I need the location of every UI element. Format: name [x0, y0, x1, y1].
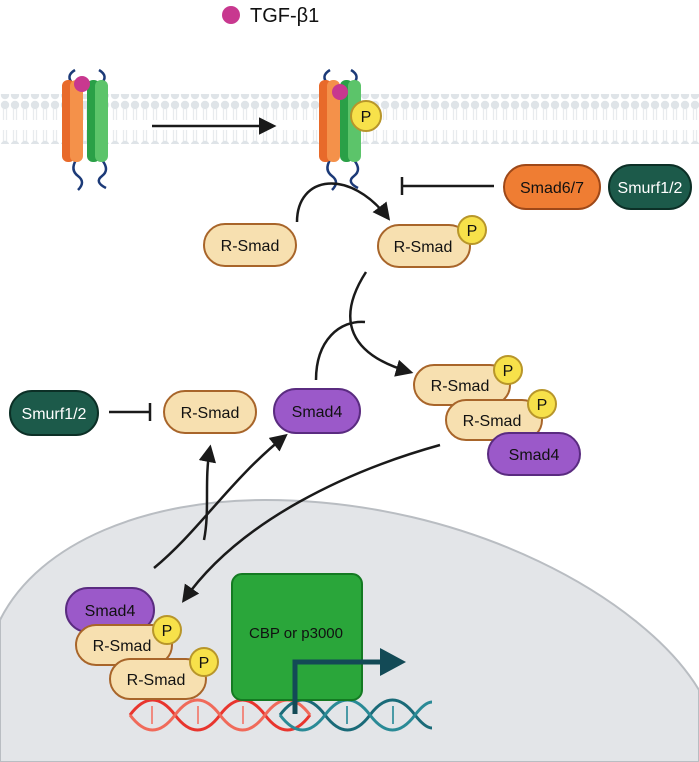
legend: TGF-β1 — [222, 5, 319, 27]
ligand-legend-icon — [222, 6, 240, 24]
svg-text:R-Smad: R-Smad — [93, 638, 152, 655]
svg-text:Smurf1/2: Smurf1/2 — [22, 406, 87, 423]
phosphorylation-arrow — [295, 182, 391, 223]
r-smad-pill-middle: R-Smad — [163, 390, 257, 434]
svg-text:R-Smad: R-Smad — [431, 378, 490, 395]
svg-text:R-Smad: R-Smad — [221, 238, 280, 255]
svg-text:P: P — [537, 397, 548, 414]
nuclear-export-arrow-smad4 — [153, 433, 288, 569]
dna-helix — [128, 698, 433, 732]
svg-text:P: P — [162, 623, 173, 640]
svg-text:R-Smad: R-Smad — [127, 672, 186, 689]
svg-text:P: P — [361, 109, 372, 126]
inhibition-bar-smurf — [109, 403, 152, 421]
smad4-recruit-curve — [314, 320, 366, 381]
smurf12-pill-top: Smurf1/2 — [608, 164, 692, 210]
inhibition-bar-smad67 — [400, 177, 494, 195]
svg-text:Smad4: Smad4 — [509, 447, 560, 464]
receptor-inactive — [62, 68, 108, 191]
nuclear-export-arrow-rsmad — [198, 444, 217, 541]
smad-complex-cytoplasm: R-Smad P R-Smad P Smad4 — [413, 355, 581, 476]
nuclear-import-arrow — [181, 443, 441, 603]
ligand-icon — [332, 84, 348, 100]
smad67-pill: Smad6/7 — [503, 164, 601, 210]
svg-text:P: P — [199, 655, 210, 672]
svg-text:Smad4: Smad4 — [292, 404, 343, 421]
smad4-pill-free: Smad4 — [273, 388, 361, 434]
smad-complex-nucleus: Smad4 R-Smad P R-Smad P — [65, 587, 219, 700]
svg-text:P: P — [503, 363, 514, 380]
svg-text:Smad6/7: Smad6/7 — [520, 180, 584, 197]
svg-text:R-Smad: R-Smad — [181, 405, 240, 422]
r-smad-phospho-pill: R-Smad P — [377, 215, 487, 268]
svg-text:Smad4: Smad4 — [85, 603, 136, 620]
legend-label: TGF-β1 — [250, 5, 319, 27]
ligand-icon — [74, 76, 90, 92]
phospho-badge: P — [350, 100, 382, 132]
svg-text:P: P — [467, 223, 478, 240]
receptor-active: P — [319, 68, 382, 191]
svg-text:R-Smad: R-Smad — [463, 413, 522, 430]
svg-text:CBP or p3000: CBP or p3000 — [249, 625, 343, 642]
transcription-arrow — [292, 648, 406, 714]
complex-formation-arrow — [349, 271, 414, 377]
svg-text:Smurf1/2: Smurf1/2 — [618, 180, 683, 197]
r-smad-pill-top: R-Smad — [203, 223, 297, 267]
smurf12-pill-left: Smurf1/2 — [9, 390, 99, 436]
svg-text:R-Smad: R-Smad — [394, 239, 453, 256]
